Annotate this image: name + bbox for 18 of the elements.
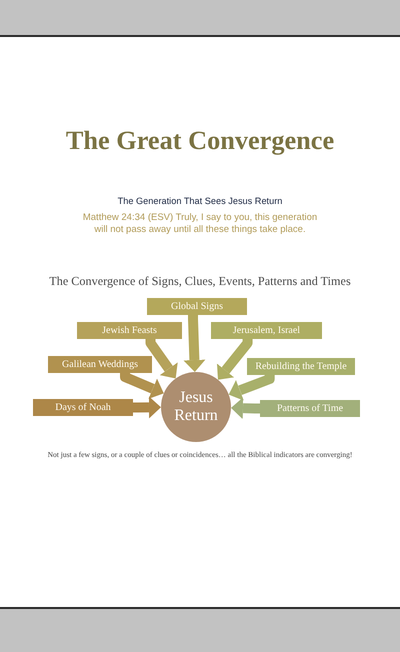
topic-box: Rebuilding the Temple: [247, 358, 355, 375]
block-arrow: [146, 338, 180, 382]
scripture-quote: Matthew 24:34 (ESV) Truly, I say to you, this generation will not pass away until all these things take place.: [82, 212, 318, 236]
center-circle: Jesus Return: [161, 372, 231, 442]
block-arrow: [120, 372, 166, 399]
diagram-heading: The Convergence of Signs, Clues, Events, Patterns and Times: [49, 274, 351, 289]
topic-box: Global Signs: [147, 298, 247, 315]
page-title: The Great Convergence: [66, 126, 334, 156]
block-arrow: [226, 374, 275, 401]
topic-box: Galilean Weddings: [48, 356, 152, 373]
topic-box: Jewish Feasts: [77, 322, 182, 339]
topic-box: Jerusalem, Israel: [211, 322, 322, 339]
subtitle: The Generation That Sees Jesus Return: [118, 195, 282, 207]
block-arrow: [230, 397, 261, 420]
block-arrow: [183, 314, 206, 372]
topic-box: Days of Noah: [33, 399, 133, 416]
topic-box: Patterns of Time: [260, 400, 360, 417]
block-arrow: [132, 396, 162, 418]
